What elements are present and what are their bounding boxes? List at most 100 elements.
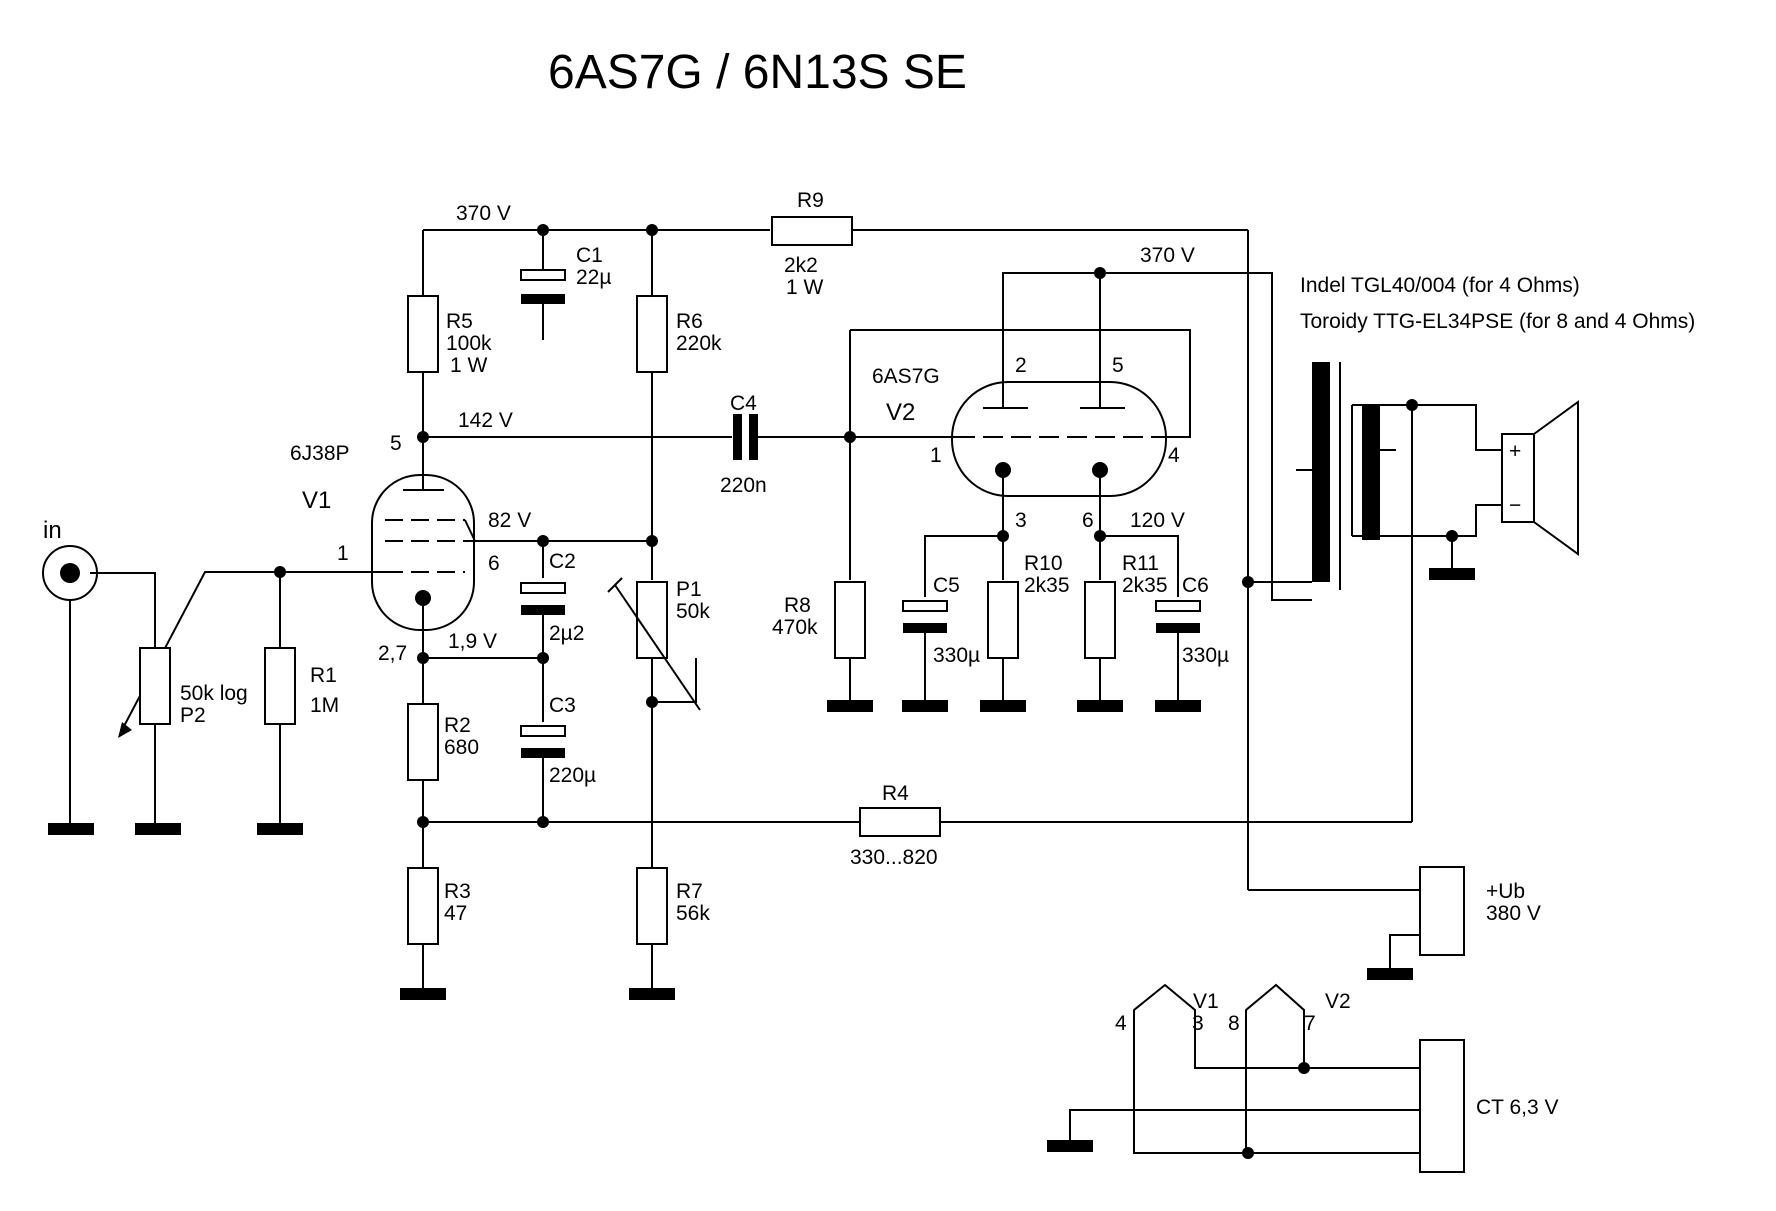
- c4-ref: C4: [730, 392, 757, 415]
- transformer-note-1: Indel TGL40/004 (for 4 Ohms): [1300, 274, 1580, 297]
- resistor-r5: [407, 295, 439, 373]
- heater-supply-label: CT 6,3 V: [1476, 1096, 1558, 1119]
- c6-value: 330µ: [1182, 644, 1229, 667]
- ground-symbol: [629, 988, 675, 1000]
- resistor-r4: [859, 807, 941, 837]
- r4-value: 330...820: [850, 846, 938, 869]
- speaker-minus-label: −: [1509, 494, 1521, 517]
- p2-wiper-arrowhead: [118, 722, 132, 738]
- p2-ref: P2: [180, 704, 206, 727]
- v2-type-label: 6AS7G: [872, 365, 940, 388]
- r5-power: 1 W: [450, 354, 488, 377]
- r11-value: 2k35: [1122, 574, 1168, 597]
- ground-symbol: [257, 823, 303, 835]
- ground-symbol: [48, 823, 94, 835]
- r4-ref: R4: [882, 782, 909, 805]
- c6-ref: C6: [1182, 574, 1209, 597]
- r7-ref: R7: [676, 880, 703, 903]
- v1-pin-a: 5: [390, 432, 402, 455]
- c3-value: 220µ: [549, 764, 596, 787]
- r8-value: 470k: [772, 616, 818, 639]
- capacitor-c3: [520, 725, 566, 758]
- input-jack: [42, 545, 98, 601]
- capacitor-c2: [520, 582, 566, 615]
- p1-wiper-arrow: [614, 584, 701, 711]
- resistor-r2: [407, 703, 439, 781]
- heater-v1-label: V1: [1193, 990, 1219, 1013]
- p1-value: 50k: [676, 600, 710, 623]
- v2-pin-g: 1: [930, 444, 942, 467]
- c4-value: 220n: [720, 474, 767, 497]
- v1-pin-k: 2,7: [378, 642, 407, 665]
- v2-pin-a1: 2: [1015, 354, 1027, 377]
- r9-value: 2k2: [784, 254, 818, 277]
- ground-symbol: [1047, 1140, 1093, 1152]
- c2-value: 2µ2: [549, 622, 584, 645]
- v2-pin-k1: 3: [1015, 509, 1027, 532]
- output-transformer: [1296, 362, 1452, 590]
- speaker: + −: [1501, 400, 1579, 556]
- ground-symbol: [400, 988, 446, 1000]
- heater-supply-box: [1419, 1039, 1465, 1173]
- ground-symbol: [827, 700, 873, 712]
- ground-symbol: [1367, 968, 1413, 980]
- resistors: [118, 216, 1116, 945]
- capacitor-c5: [902, 600, 948, 633]
- heater-v2-label: V2: [1325, 990, 1351, 1013]
- voltage-370-top: 370 V: [456, 202, 511, 225]
- r2-value: 680: [444, 736, 479, 759]
- v2-ref-label: V2: [886, 399, 915, 426]
- junctions: [274, 224, 1458, 1159]
- c1-value: 22µ: [576, 266, 611, 289]
- r6-value: 220k: [676, 332, 722, 355]
- r11-ref: R11: [1122, 552, 1159, 575]
- ground-symbol: [1155, 700, 1201, 712]
- heater-v2-pin-b: 7: [1304, 1012, 1316, 1035]
- power-supply-label: +Ub: [1486, 880, 1525, 903]
- r10-ref: R10: [1024, 552, 1063, 575]
- v1-pin-g1: 1: [337, 542, 349, 565]
- ground-symbol: [980, 700, 1026, 712]
- resistor-r7: [636, 867, 668, 945]
- ground-symbol: [902, 700, 948, 712]
- r5-value: 100k: [446, 332, 492, 355]
- p2-value: 50k log: [180, 682, 248, 705]
- c1-ref: C1: [576, 244, 603, 267]
- v2-pin-k2: 6: [1082, 509, 1094, 532]
- r2-ref: R2: [444, 714, 471, 737]
- v2-pin-a2: 5: [1112, 354, 1124, 377]
- c5-ref: C5: [933, 574, 960, 597]
- r3-ref: R3: [444, 880, 471, 903]
- voltage-120: 120 V: [1130, 509, 1185, 532]
- r1-value: 1M: [310, 694, 339, 717]
- resistor-r11: [1084, 581, 1116, 659]
- wires: [69, 229, 1502, 1154]
- r3-value: 47: [444, 902, 467, 925]
- c5-value: 330µ: [933, 644, 980, 667]
- resistor-r3: [407, 867, 439, 945]
- resistor-r10: [987, 581, 1019, 659]
- grounds: [48, 568, 1475, 1152]
- r7-value: 56k: [676, 902, 710, 925]
- v2-pin-g2: 4: [1168, 444, 1180, 467]
- v1-ref-label: V1: [302, 487, 331, 514]
- c2-ref: C2: [549, 550, 576, 573]
- r5-ref: R5: [446, 310, 473, 333]
- ground-symbol: [135, 823, 181, 835]
- voltage-1-9: 1,9 V: [448, 630, 497, 653]
- r9-power: 1 W: [786, 276, 824, 299]
- capacitor-c4: [733, 414, 758, 460]
- tube-v2: [951, 378, 1167, 497]
- ground-symbol: [1429, 568, 1475, 580]
- resistor-r9: [771, 216, 853, 246]
- r8-ref: R8: [784, 594, 811, 617]
- voltage-82: 82 V: [488, 509, 531, 532]
- power-supply-box: [1419, 866, 1465, 956]
- resistor-r8: [834, 581, 866, 659]
- r1-ref: R1: [310, 664, 337, 687]
- voltage-370-v2: 370 V: [1140, 244, 1195, 267]
- capacitors: [520, 269, 1201, 758]
- input-label: in: [43, 517, 62, 544]
- v1-type-label: 6J38P: [290, 442, 350, 465]
- voltage-142: 142 V: [458, 409, 513, 432]
